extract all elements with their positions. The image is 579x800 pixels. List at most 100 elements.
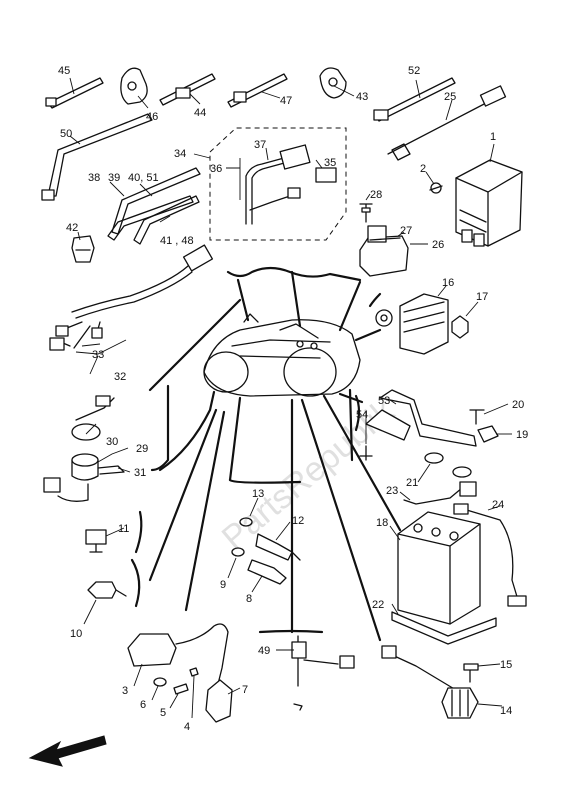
- callout-39: 39: [108, 172, 120, 184]
- callout-21: 21: [406, 477, 418, 489]
- callout-35: 35: [324, 157, 336, 169]
- callout-3: 3: [122, 685, 128, 697]
- callout-32: 32: [114, 371, 126, 383]
- battery-pad-22: [391, 611, 497, 645]
- group-outline-34: [209, 127, 347, 241]
- callout-18: 18: [376, 517, 388, 529]
- wire-lead-25: [387, 85, 507, 161]
- callout-2: 2: [420, 163, 426, 175]
- bolt-2: [429, 182, 443, 194]
- lead-40-51: [107, 195, 194, 241]
- battery-18: [397, 511, 481, 625]
- callout-37: 37: [254, 139, 266, 151]
- callout-5: 5: [160, 707, 166, 719]
- battery-lead-23: [403, 481, 477, 505]
- callout-9: 9: [220, 579, 226, 591]
- callout-labels: 45 46 44 47 43 52 25 1 2 50 38 39 40, 51…: [58, 65, 528, 733]
- callout-16: 16: [442, 277, 454, 289]
- callout-1: 1: [490, 131, 496, 143]
- callout-53: 53: [378, 395, 390, 407]
- callout-42: 42: [66, 222, 78, 234]
- callout-4: 4: [184, 721, 190, 733]
- sensor-11: [85, 529, 107, 553]
- callout-8: 8: [246, 593, 252, 605]
- callout-26: 26: [432, 239, 444, 251]
- callout-34: 34: [174, 148, 186, 160]
- plug-cap-7: [205, 679, 233, 723]
- bolt-20: [469, 409, 485, 425]
- rectifier-regulator-16: [375, 293, 449, 355]
- callout-40-51: 40, 51: [128, 172, 159, 184]
- cdi-unit-1: [455, 159, 523, 247]
- callout-33: 33: [92, 349, 104, 361]
- callout-17: 17: [476, 291, 488, 303]
- front-direction-arrow-icon: [28, 735, 107, 767]
- band-47: [227, 73, 288, 108]
- grommet-21: [424, 452, 472, 478]
- connector-42: [71, 235, 95, 263]
- callout-31: 31: [134, 467, 146, 479]
- callout-28: 28: [370, 189, 382, 201]
- clip-19: [477, 425, 499, 443]
- band-52: [373, 77, 456, 122]
- connector-35: [315, 167, 337, 183]
- callout-12: 12: [292, 515, 304, 527]
- frame-outline: [203, 313, 361, 397]
- callout-54: 54: [356, 409, 368, 421]
- wire-harness-32: [49, 244, 214, 351]
- bolt-54: [359, 445, 373, 461]
- callout-50: 50: [60, 128, 72, 140]
- callout-leaders: [69, 77, 512, 719]
- callout-23: 23: [386, 485, 398, 497]
- starter-motor-14: [381, 645, 479, 719]
- callout-49: 49: [258, 645, 270, 657]
- callout-36: 36: [210, 163, 222, 175]
- lead-41-48: [133, 195, 200, 245]
- bolt-28: [359, 203, 373, 223]
- callout-7: 7: [242, 684, 248, 696]
- clamp-43: [319, 67, 347, 99]
- washer-13: [239, 517, 253, 527]
- bracket-53: [365, 389, 477, 447]
- sensor-10: [87, 581, 127, 599]
- leader-lines: [130, 266, 402, 642]
- callout-22: 22: [372, 599, 384, 611]
- washer-9: [231, 547, 245, 557]
- clamp-46: [120, 67, 148, 105]
- callout-38: 38: [88, 172, 100, 184]
- callout-27: 27: [400, 225, 412, 237]
- callout-52: 52: [408, 65, 420, 77]
- callout-41-48: 41 , 48: [160, 235, 194, 247]
- callout-20: 20: [512, 399, 524, 411]
- callout-10: 10: [70, 628, 82, 640]
- callout-43: 43: [356, 91, 368, 103]
- callout-19: 19: [516, 429, 528, 441]
- callout-14: 14: [500, 705, 512, 717]
- callout-15: 15: [500, 659, 512, 671]
- harness-36-37: [245, 144, 311, 225]
- band-44: [159, 73, 216, 106]
- callout-11: 11: [118, 523, 129, 535]
- bolt-5: [173, 683, 189, 695]
- washer-6: [153, 677, 167, 687]
- bolt-15: [463, 663, 479, 683]
- nut-4: [189, 667, 199, 677]
- callout-24: 24: [492, 499, 504, 511]
- callout-44: 44: [194, 107, 206, 119]
- callout-45: 45: [58, 65, 70, 77]
- starter-relay-26: [359, 225, 409, 277]
- callout-6: 6: [140, 699, 146, 711]
- callout-13: 13: [252, 488, 264, 500]
- cable-tie-45: [45, 77, 104, 109]
- nut-17: [451, 315, 469, 339]
- sensor-49: [291, 635, 355, 711]
- battery-lead-24: [453, 503, 527, 607]
- main-switch-29: [43, 395, 125, 502]
- callout-25: 25: [444, 91, 456, 103]
- lead-50: [41, 113, 153, 201]
- callout-46: 46: [146, 111, 158, 123]
- callout-29: 29: [136, 443, 148, 455]
- ignition-coil-3: [127, 623, 229, 685]
- switch-12: [255, 533, 301, 561]
